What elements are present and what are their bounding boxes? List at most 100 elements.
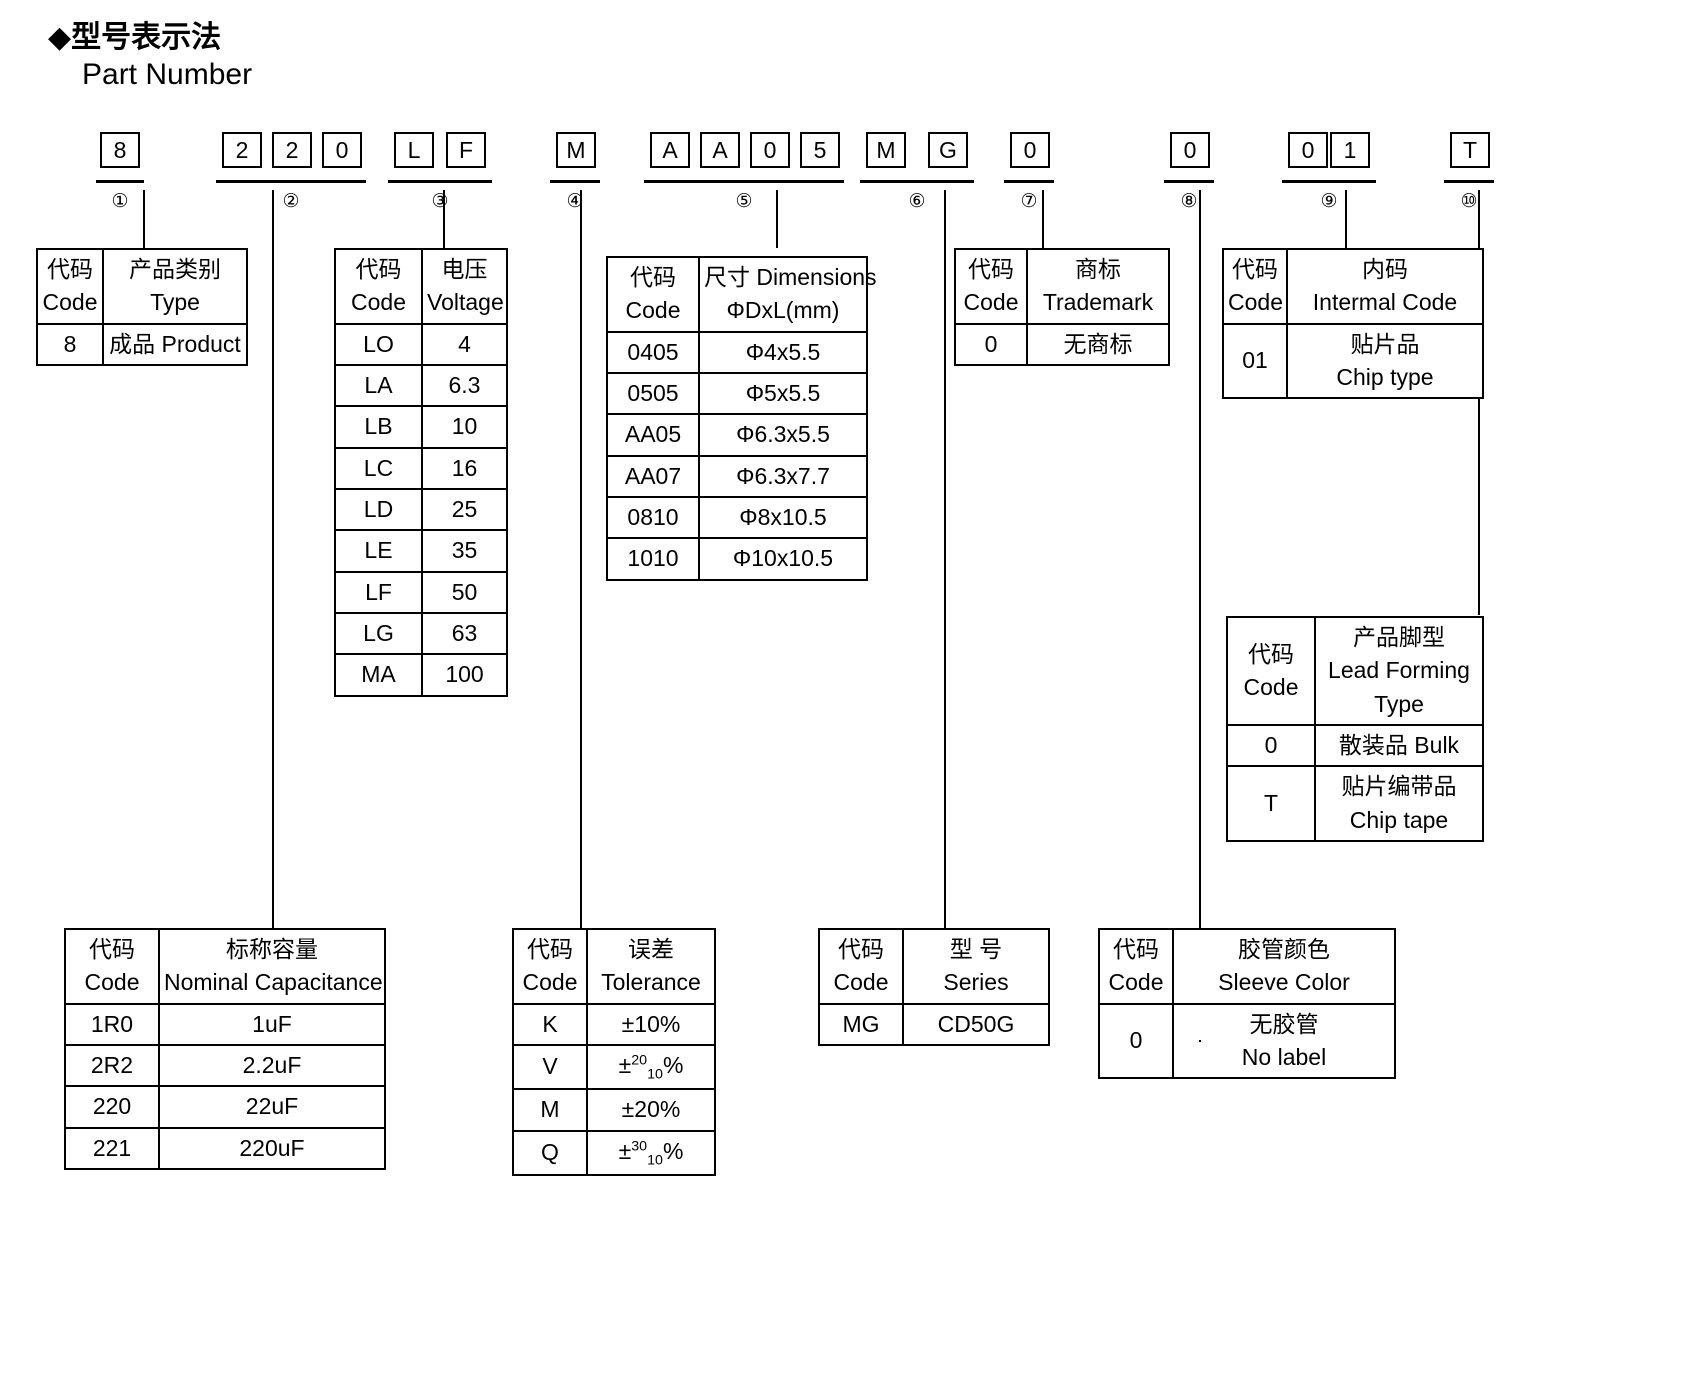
table-row: T 贴片编带品 Chip tape	[1226, 765, 1484, 843]
trademark-header-value: 商标 Trademark	[1026, 248, 1170, 325]
voltage-header-code: 代码 Code	[334, 248, 423, 325]
tolerance-header-value: 误差 Tolerance	[586, 928, 716, 1005]
pn-index-4: ④	[566, 191, 584, 212]
series-header-code: 代码 Code	[818, 928, 904, 1005]
voltage-row-0-value: 4	[421, 322, 508, 367]
tolerance-header-code: 代码 Code	[512, 928, 588, 1005]
pn-char-9-2: 1	[1330, 132, 1370, 168]
dimensions-header-value: 尺寸 Dimensions ΦDxL(mm)	[698, 256, 877, 333]
dimensions-row-1-code: 0505	[606, 372, 700, 416]
tolerance-row-0-value: ±10%	[586, 1002, 716, 1047]
pn-underline-7	[1004, 180, 1054, 183]
table-row: 8 成品 Product	[36, 322, 248, 367]
pn-char-6-2: G	[928, 132, 968, 168]
dimensions-row-3-code: AA07	[606, 454, 700, 499]
pn-char-5-2: A	[700, 132, 740, 168]
tolerance-row-2-value: ±20%	[586, 1088, 716, 1132]
pn-char-7-1: 0	[1010, 132, 1050, 168]
dimensions-header-code-cn: 代码	[630, 264, 676, 290]
capacitance-row-3-code: 221	[64, 1126, 160, 1171]
table-row: 代码 Code 产品类别 Type	[36, 248, 248, 325]
pn-char-5-1: A	[650, 132, 690, 168]
capacitance-row-0-code: 1R0	[64, 1002, 160, 1047]
voltage-header-code-cn: 代码	[355, 256, 402, 282]
type-row-0-code: 8	[36, 322, 104, 367]
voltage-row-1-value: 6.3	[421, 364, 508, 408]
capacitance-row-2-code: 220	[64, 1085, 160, 1129]
pn-index-3: ③	[431, 191, 449, 212]
voltage-row-0-code: LO	[334, 322, 423, 367]
table-row: 代码 Code 标称容量 Nominal Capacitance	[64, 928, 386, 1005]
type-row-0-value: 成品 Product	[102, 322, 248, 367]
table-row: MG CD50G	[818, 1002, 1050, 1047]
voltage-header-value: 电压 Voltage	[421, 248, 508, 325]
pn-char-1-1: 8	[100, 132, 140, 168]
sleeve-header-value: 胶管颜色 Sleeve Color	[1172, 928, 1396, 1005]
dimensions-row-0-code: 0405	[606, 330, 700, 375]
voltage-row-7-value: 63	[421, 612, 508, 656]
table-row: 代码 Code 型 号 Series	[818, 928, 1050, 1005]
pn-char-2-2: 2	[272, 132, 312, 168]
pn-leader-4	[580, 190, 582, 932]
type-header-code-en: Code	[42, 289, 98, 316]
capacitance-header-value-en: Nominal Capacitance	[164, 969, 383, 996]
dimensions-row-0-value: Φ4x5.5	[698, 330, 868, 375]
table-row: 代码 Code 内码 Intermal Code	[1222, 248, 1484, 325]
voltage-row-3-code: LC	[334, 446, 423, 491]
table-row: 代码 Code 胶管颜色 Sleeve Color	[1098, 928, 1396, 1005]
voltage-row-6-code: LF	[334, 570, 423, 615]
tolerance-row-0-code: K	[512, 1002, 588, 1047]
trademark-header-code: 代码 Code	[954, 248, 1028, 325]
table-tolerance: 代码 Code 误差 Tolerance K ±10% V ±2010% M ±…	[512, 928, 716, 1176]
capacitance-row-1-code: 2R2	[64, 1044, 160, 1088]
internal-header-code-en: Code	[1228, 289, 1283, 316]
pn-char-3-2: F	[446, 132, 486, 168]
dimensions-header-code: 代码 Code	[606, 256, 700, 333]
pn-char-5-3: 0	[750, 132, 790, 168]
trademark-row-0-value: 无商标	[1026, 322, 1170, 367]
tolerance-row-3-code: Q	[512, 1129, 588, 1176]
pn-char-5-4: 5	[800, 132, 840, 168]
tolerance-row-3-sup: 30	[631, 1137, 648, 1154]
tolerance-row-3-suffix: %	[662, 1137, 684, 1164]
dimensions-row-1-value: Φ5x5.5	[698, 372, 868, 416]
table-type: 代码 Code 产品类别 Type 8 成品 Product	[36, 248, 248, 367]
tolerance-header-value-cn: 误差	[628, 936, 674, 962]
table-row: V ±2010%	[512, 1044, 716, 1091]
table-row: 代码 Code 尺寸 Dimensions ΦDxL(mm)	[606, 256, 877, 333]
table-series: 代码 Code 型 号 Series MG CD50G	[818, 928, 1050, 1047]
pn-leader-9	[1345, 190, 1347, 248]
pn-char-3-1: L	[394, 132, 434, 168]
voltage-header-value-cn: 电压	[441, 256, 488, 282]
internal-header-value-cn: 内码	[1362, 256, 1408, 282]
tolerance-row-1-value: ±2010%	[586, 1044, 716, 1091]
pn-index-2: ②	[282, 191, 300, 212]
dimensions-row-5-value: Φ10x10.5	[698, 537, 868, 581]
table-row: 0 无胶管 No label	[1098, 1002, 1396, 1080]
table-row: 01 贴片品 Chip type	[1222, 322, 1484, 400]
pn-index-6: ⑥	[908, 191, 926, 212]
pn-underline-9	[1282, 180, 1376, 183]
tolerance-row-2-base: ±20%	[621, 1096, 681, 1123]
dimensions-row-5-code: 1010	[606, 537, 700, 581]
pn-leader-10	[1478, 190, 1480, 615]
table-row: 代码 Code 商标 Trademark	[954, 248, 1170, 325]
lead-row-1-code: T	[1226, 765, 1316, 843]
table-trademark: 代码 Code 商标 Trademark 0 无商标	[954, 248, 1170, 367]
lead-header-value: 产品脚型 Lead Forming Type	[1314, 615, 1484, 727]
table-row: 代码 Code 电压 Voltage	[334, 248, 508, 325]
capacitance-header-value: 标称容量 Nominal Capacitance	[158, 928, 386, 1005]
capacitance-row-1-value: 2.2uF	[158, 1044, 386, 1088]
page-title-en: Part Number	[82, 58, 253, 91]
